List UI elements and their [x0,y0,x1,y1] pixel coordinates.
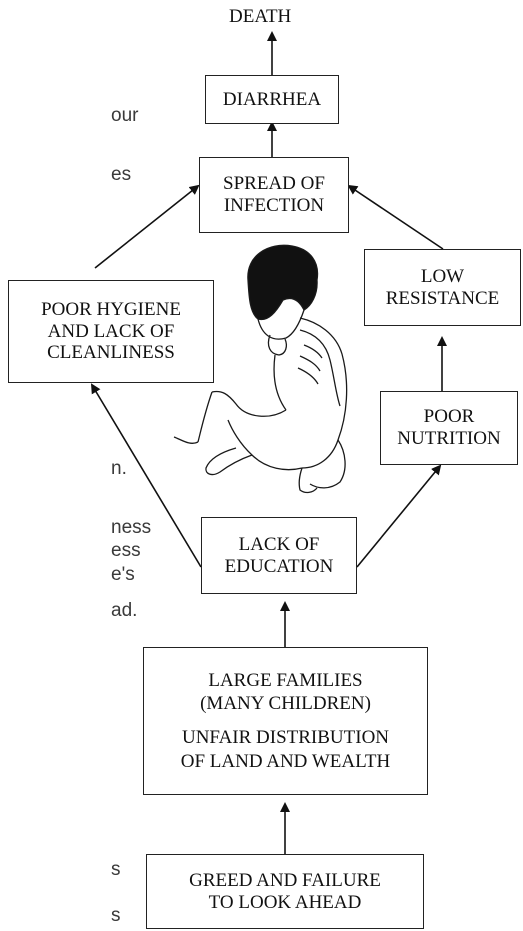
box-families-line-4: OF LAND AND WEALTH [180,750,391,772]
margin-text-1: our [111,105,139,126]
box-spread-line-1: SPREAD OF [223,173,325,195]
box-greed: GREED AND FAILURE TO LOOK AHEAD [146,854,424,929]
box-spread-line-2: INFECTION [223,195,325,216]
arrow-resistance-to-spread [347,184,444,250]
margin-text-9: s [111,905,121,926]
box-families-line-3: UNFAIR DISTRIBUTION [181,727,390,748]
box-low-resistance: LOW RESISTANCE [364,249,521,326]
box-families-line-1: LARGE FAMILIES [208,669,363,691]
margin-text-6: e's [111,564,135,585]
margin-text-2: es [111,164,132,185]
box-poor-nutrition: POOR NUTRITION [380,391,518,465]
box-hygiene-line-1: POOR HYGIENE [41,298,181,320]
margin-text-8: s [111,859,121,880]
box-resistance-line-2: RESISTANCE [385,287,500,309]
margin-text-4: ness [111,517,152,538]
box-hygiene-line-3: CLEANLINESS [47,342,175,364]
arrow-education-to-nutrition [356,464,442,568]
box-diarrhea-line-1: DIARRHEA [222,88,322,110]
box-diarrhea: DIARRHEA [205,75,339,124]
box-families-line-2: (MANY CHILDREN) [200,693,371,715]
malnourished-child-illustration [173,244,348,494]
box-large-families: LARGE FAMILIES (MANY CHILDREN) UNFAIR DI… [143,647,428,795]
box-nutrition-line-2: NUTRITION [397,428,501,449]
box-lack-of-education: LACK OF EDUCATION [201,517,357,594]
box-resistance-line-1: LOW [420,265,465,287]
death-label: DEATH [229,6,292,27]
margin-text-3: n. [111,458,127,479]
arrow-education-to-hygiene [90,383,202,568]
box-spread-of-infection: SPREAD OF INFECTION [199,157,349,233]
box-greed-line-2: TO LOOK AHEAD [208,891,362,913]
box-education-line-1: LACK OF [238,533,320,555]
box-hygiene-line-2: AND LACK OF [47,320,175,342]
arrow-hygiene-to-spread [94,184,200,269]
box-greed-line-1: GREED AND FAILURE [189,869,381,891]
margin-text-7: ad. [111,600,138,621]
box-poor-hygiene: POOR HYGIENE AND LACK OF CLEANLINESS [8,280,214,383]
margin-text-5: ess [111,540,141,561]
box-nutrition-line-1: POOR [423,406,475,428]
box-education-line-2: EDUCATION [224,555,334,577]
